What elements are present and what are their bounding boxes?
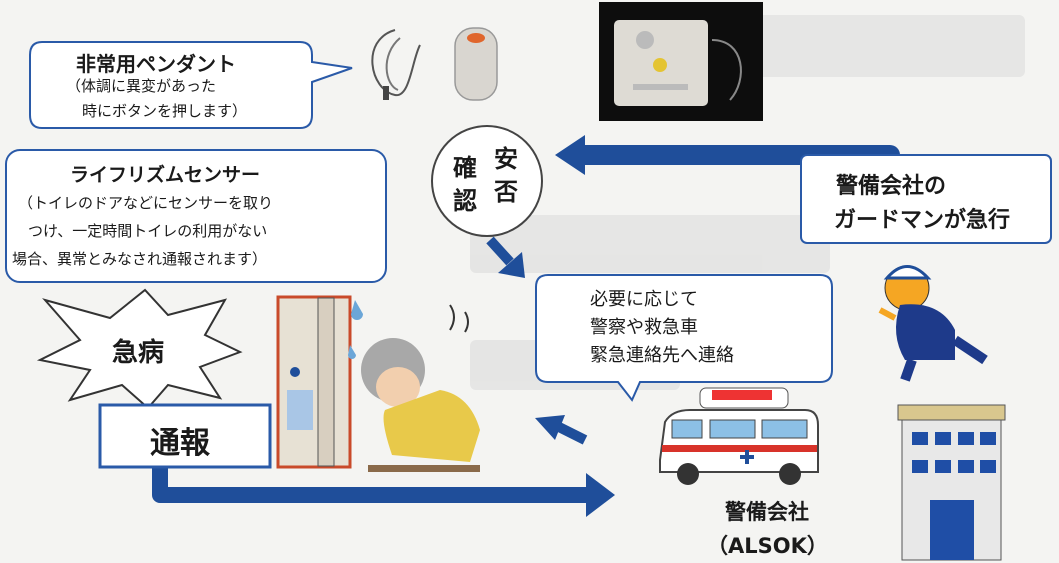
company-name: 警備会社 (725, 500, 809, 524)
pendant-line-3: 時にボタンを押します） (82, 102, 248, 120)
contact-callout (535, 274, 833, 402)
company-abbr: （ALSOK） (707, 534, 828, 558)
guard-running-image (878, 265, 988, 382)
home-terminal-image (599, 2, 763, 121)
safety-check-circle (431, 125, 543, 237)
security-company-building-image (897, 404, 1006, 561)
pendant-callout (29, 41, 353, 129)
contact-line-2: 警察や救急車 (590, 317, 698, 338)
report-label: 通報 (150, 426, 210, 461)
pendant-title: 非常用ペンダント (76, 52, 236, 76)
emergency-starburst (36, 288, 243, 410)
safety-check-char-1: 安 (494, 145, 518, 173)
report-box (98, 403, 272, 469)
contact-line-3: 緊急連絡先へ連絡 (590, 345, 734, 366)
emergency-label: 急病 (112, 338, 165, 368)
safety-check-char-2: 否 (494, 178, 518, 206)
pendant-line-2: （体調に異変があった (66, 77, 217, 95)
sensor-line-3: つけ、一定時間トイレの利用がない (28, 222, 268, 240)
sensor-line-2: （トイレのドアなどにセンサーを取り (18, 194, 274, 212)
sensor-line-4: 場合、異常とみなされ通報されます） (12, 250, 268, 268)
arrow-head-left-top (555, 135, 585, 175)
ambulance-image (659, 387, 819, 485)
sensor-callout (5, 149, 387, 283)
sensor-title: ライフリズムセンサー (70, 164, 261, 186)
guard-dispatch-box (800, 154, 1052, 244)
guard-dispatch-line-1: 警備会社の (836, 174, 947, 199)
contact-line-1: 必要に応じて (590, 289, 698, 310)
pendant-device-image (371, 27, 498, 101)
guard-dispatch-line-2: ガードマンが急行 (834, 208, 1011, 233)
woman-at-toilet-image (276, 295, 480, 472)
safety-check-char-3: 確 (453, 154, 477, 182)
safety-check-char-4: 認 (453, 187, 477, 215)
arrow-check-to-contact (486, 236, 514, 266)
